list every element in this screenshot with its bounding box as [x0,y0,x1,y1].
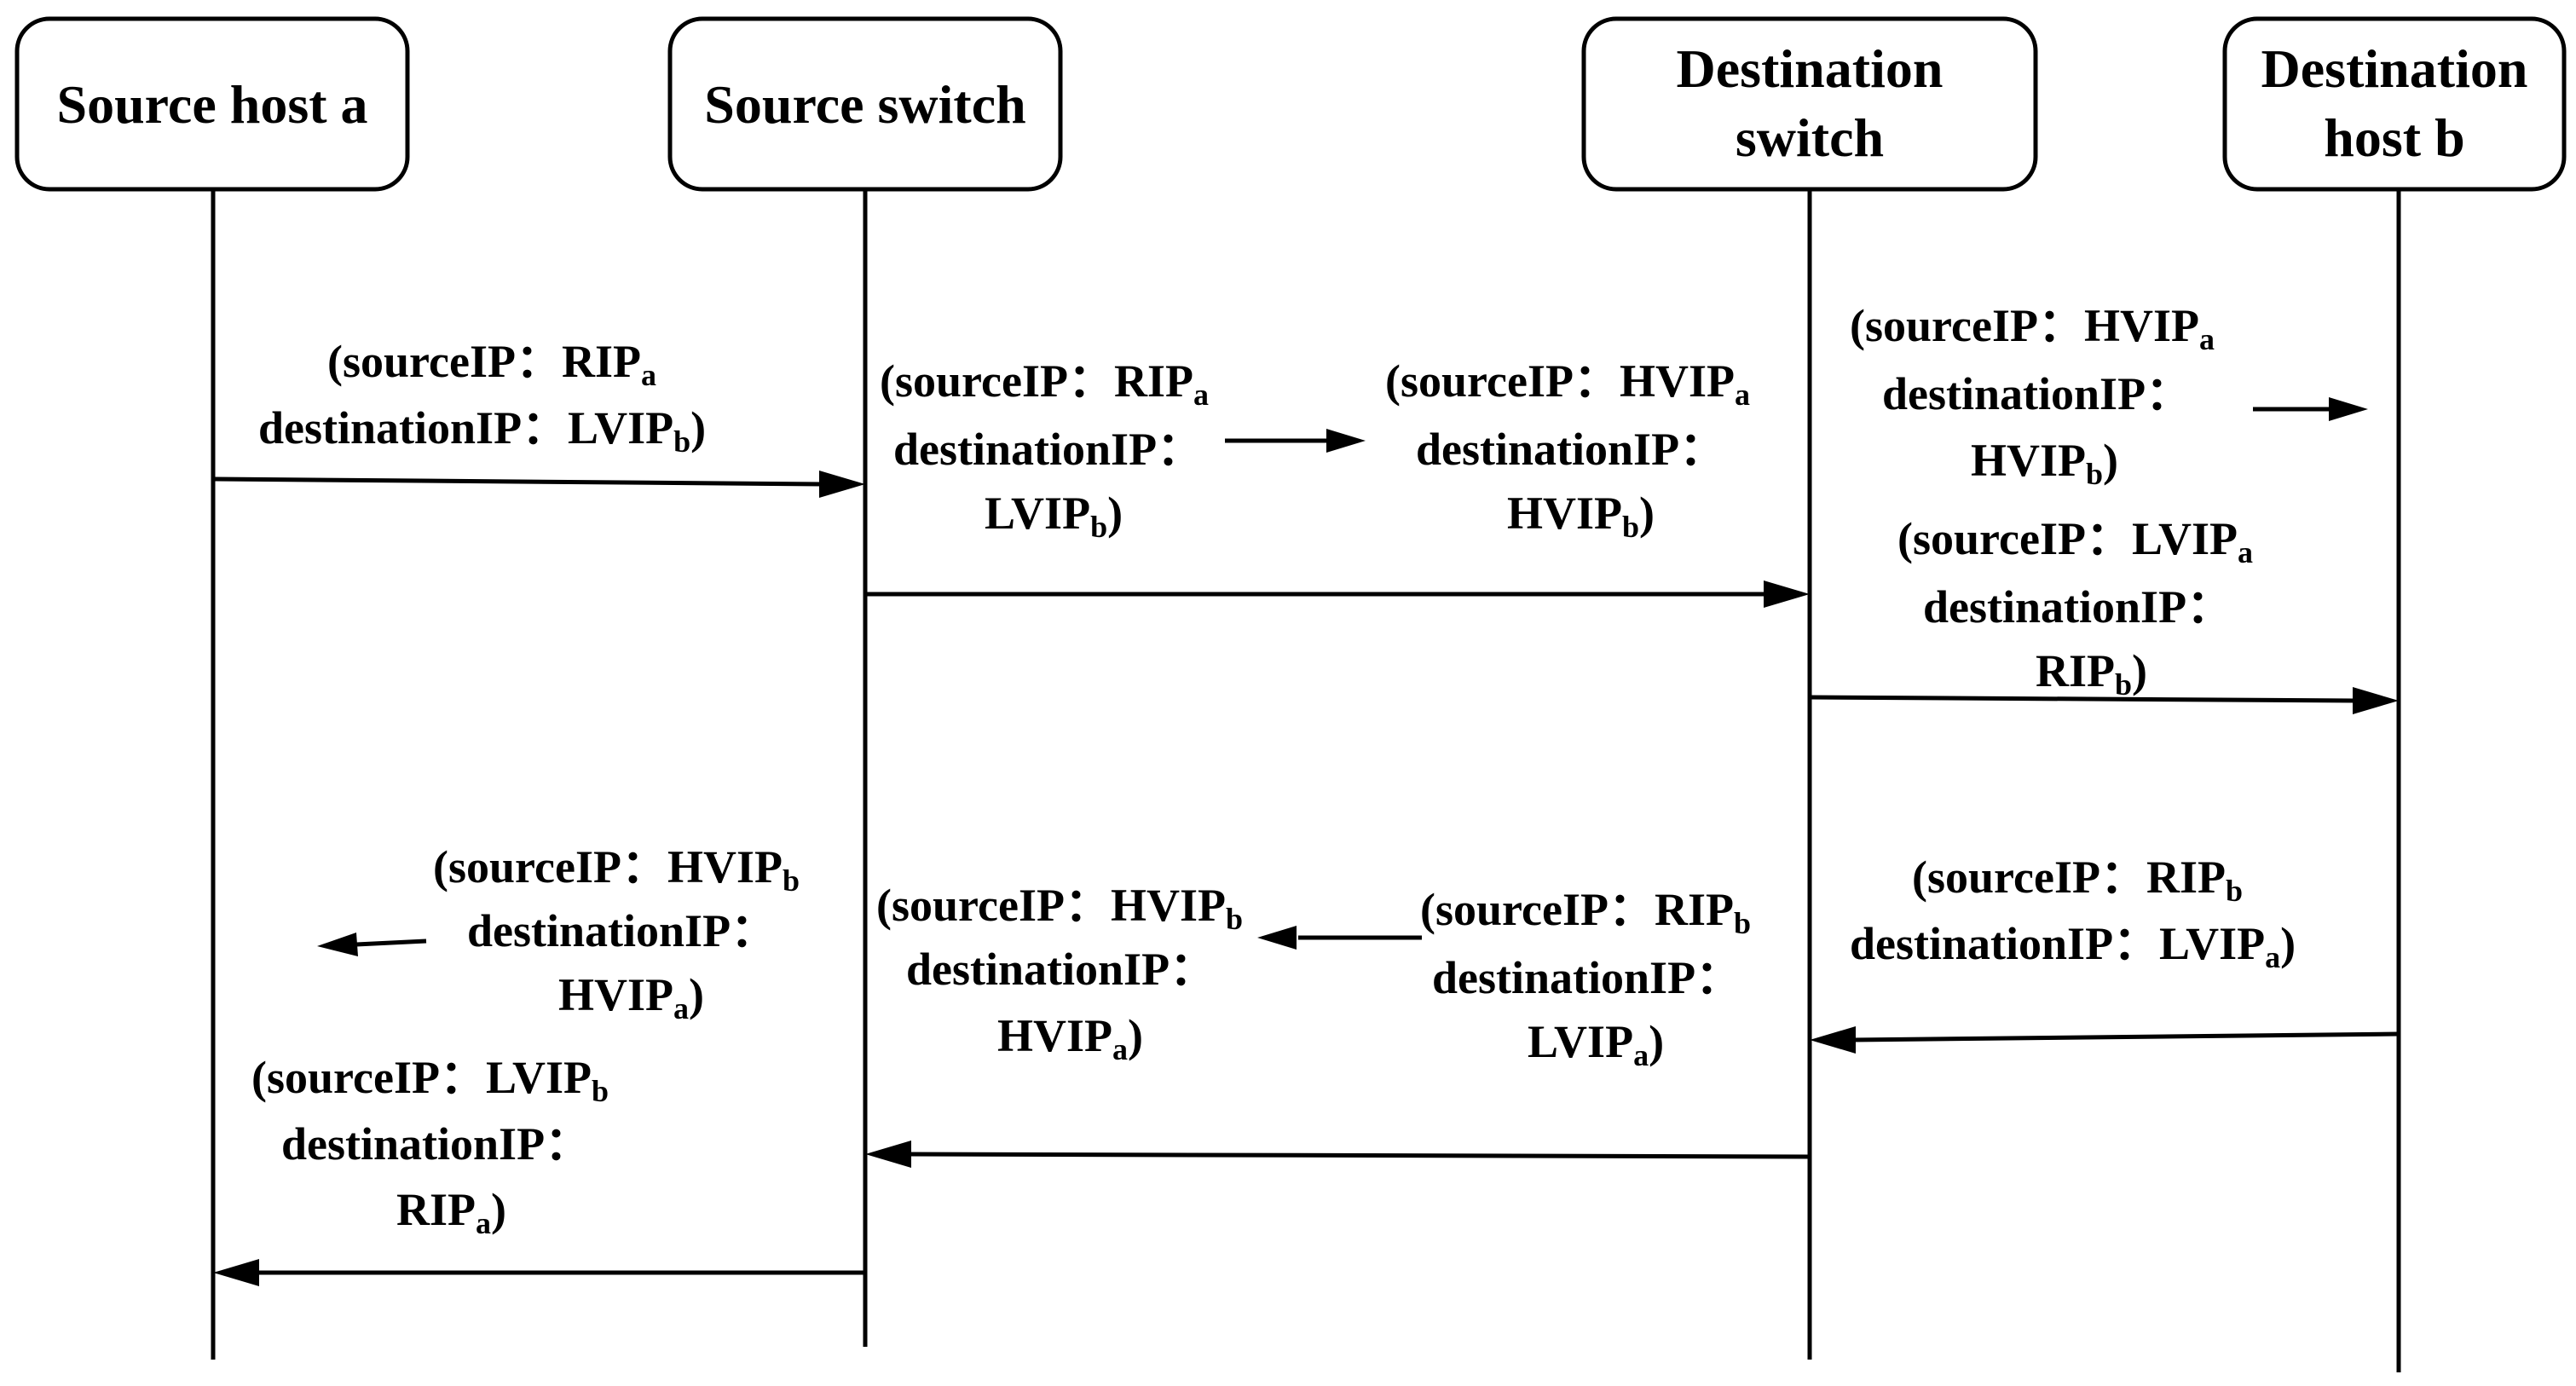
arrow-host-a-to-source-switch [212,476,823,487]
packet-line-2: destinationIP： [1923,581,2232,632]
participant-source-host-label: Source host a [56,74,367,135]
participant-destination-host-line1: Destination [2261,38,2528,99]
packet-label-source-switch-return-in: (sourceIP：HVIPb destinationIP： HVIPa) [433,841,800,1025]
arrow-destination-switch-to-host-b [1809,695,2357,703]
arrowhead-host-b-to-destination-switch [1810,1026,1856,1054]
packet-line-3: RIPa) [396,1184,506,1240]
participant-destination-host-line2: host b [2324,107,2464,168]
participant-destination-switch-line1: Destination [1677,38,1944,99]
participant-source-switch: Source switch [667,16,1063,192]
packet-label-destination-switch-out: (sourceIP：LVIPa destinationIP： RIPb) [1897,513,2253,702]
direction-arrowhead-return-source-switch [317,933,358,956]
participant-destination-switch: Destination switch [1581,16,2038,192]
packet-line-1: (sourceIP：LVIPb [251,1052,609,1108]
direction-arrowhead-return-destination-switch [1257,926,1297,950]
packet-line-1: (sourceIP：HVIPb [433,841,800,898]
packet-line-3: LVIPa) [1528,1016,1664,1072]
packet-line-3: LVIPb) [985,488,1123,544]
packet-line-3: HVIPa) [997,1010,1143,1066]
packet-line-3: HVIPb) [1507,488,1655,544]
packet-line-3: HVIPa) [558,969,704,1025]
packet-line-2: destinationIP： [893,424,1203,475]
participant-destination-host: Destination host b [2222,16,2567,192]
arrowhead-host-a-to-source-switch [819,471,865,498]
packet-line-1: (sourceIP：HVIPb [876,880,1243,936]
direction-arrow-return-source-switch [355,938,427,947]
packet-line-1: (sourceIP：RIPa [327,336,656,392]
arrowhead-source-switch-to-host-a [213,1259,259,1286]
arrow-destination-switch-to-source-switch [907,1152,1811,1159]
packet-line-1: (sourceIP：RIPb [1912,852,2243,908]
packet-line-3: RIPb) [2036,645,2147,702]
packet-line-2: destinationIP：LVIPa) [1850,918,2296,974]
packet-line-1: (sourceIP：HVIPa [1850,300,2215,356]
arrow-host-b-to-destination-switch [1851,1031,2400,1042]
packet-label-destination-switch-return-out: (sourceIP：HVIPb destinationIP： HVIPa) [876,880,1243,1066]
packet-label-source-switch-return-out: (sourceIP：LVIPb destinationIP： RIPa) [251,1052,609,1240]
packet-line-2: destinationIP： [1882,368,2192,419]
participant-source-switch-label: Source switch [704,74,1025,135]
packet-line-2: destinationIP： [1432,952,1741,1003]
packet-line-1: (sourceIP：RIPa [880,355,1209,412]
participant-source-host: Source host a [14,16,410,192]
packet-line-3: HVIPb) [1971,435,2118,491]
packet-label-host-a-out: (sourceIP：RIPa destinationIP：LVIPb) [258,336,706,459]
packet-line-2: destinationIP： [467,905,777,956]
packet-line-2: destinationIP： [906,944,1216,995]
packet-label-host-b-out: (sourceIP：RIPb destinationIP：LVIPa) [1850,852,2296,974]
packet-line-2: destinationIP：LVIPb) [258,402,706,459]
packet-label-source-switch-in: (sourceIP：RIPa destinationIP： LVIPb) [880,355,1209,544]
participant-destination-switch-line2: switch [1736,107,1884,168]
packet-line-2: destinationIP： [281,1118,591,1169]
packet-line-1: (sourceIP：RIPb [1420,884,1751,940]
packet-line-1: (sourceIP：LVIPa [1897,513,2253,569]
arrowhead-source-switch-to-destination-switch [1764,580,1810,608]
packet-line-1: (sourceIP：HVIPa [1385,355,1750,412]
direction-arrowhead-destination-switch-segment [2329,397,2368,421]
direction-arrowhead-source-switch-segment [1326,429,1366,453]
packet-line-2: destinationIP： [1416,424,1725,475]
arrowhead-destination-switch-to-source-switch [865,1141,911,1168]
packet-label-destination-switch-in: (sourceIP：HVIPa destinationIP： HVIPb) [1850,300,2215,491]
packet-label-source-switch-out: (sourceIP：HVIPa destinationIP： HVIPb) [1385,355,1750,544]
arrowhead-destination-switch-to-host-b [2353,687,2399,714]
packet-label-destination-switch-return-in: (sourceIP：RIPb destinationIP： LVIPa) [1420,884,1751,1072]
